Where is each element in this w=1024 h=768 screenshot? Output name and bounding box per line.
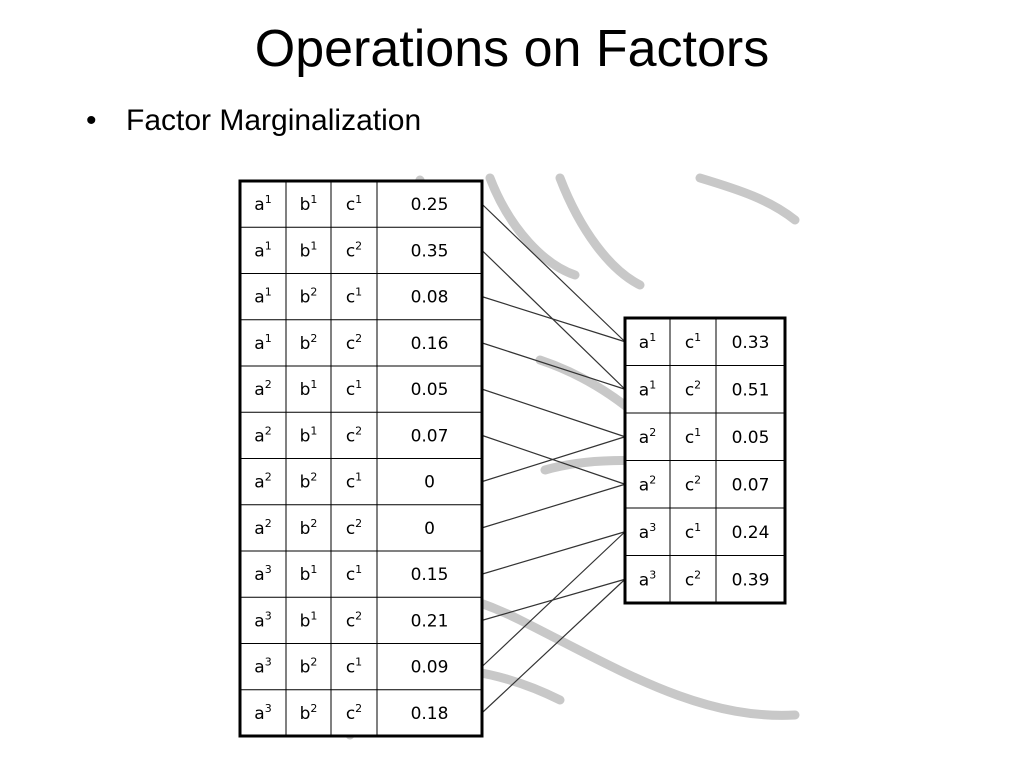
cell-value: 0.51 <box>732 380 770 400</box>
cell-value: 0.07 <box>732 475 770 495</box>
cell-value: 0 <box>424 519 435 539</box>
connector-line <box>481 342 626 390</box>
cell-value: 0.07 <box>411 426 449 446</box>
watermark-stroke <box>485 173 580 280</box>
connector-line <box>481 436 626 483</box>
connector-line <box>481 578 626 714</box>
connector-line <box>481 296 626 343</box>
watermark-stroke <box>555 173 645 290</box>
cell-value: 0.21 <box>411 611 449 631</box>
slide-title: Operations on Factors <box>254 20 770 78</box>
cell-value: 0.05 <box>411 380 449 400</box>
bullet-dot-icon: • <box>86 104 97 137</box>
cell-value: 0.18 <box>411 704 449 724</box>
connector-line <box>481 203 626 343</box>
connector-line <box>481 531 626 575</box>
cell-value: 0 <box>424 473 435 493</box>
cell-value: 0.05 <box>732 428 770 448</box>
cell-value: 0.33 <box>732 333 770 353</box>
bullet-text: Factor Marginalization <box>126 104 422 137</box>
connector-line <box>481 388 626 438</box>
cell-value: 0.15 <box>411 565 449 585</box>
watermark-stroke <box>695 173 800 225</box>
cell-value: 0.08 <box>411 288 449 308</box>
bullet-item: • Factor Marginalization <box>86 102 421 140</box>
connector-line <box>481 531 626 668</box>
cell-value: 0.24 <box>732 523 770 543</box>
cell-value: 0.25 <box>411 195 449 215</box>
cell-value: 0.39 <box>732 570 770 590</box>
cell-value: 0.35 <box>411 241 449 261</box>
connector-line <box>481 483 626 529</box>
cell-value: 0.16 <box>411 334 449 354</box>
connector-lines <box>481 203 626 714</box>
cell-value: 0.09 <box>411 658 449 678</box>
